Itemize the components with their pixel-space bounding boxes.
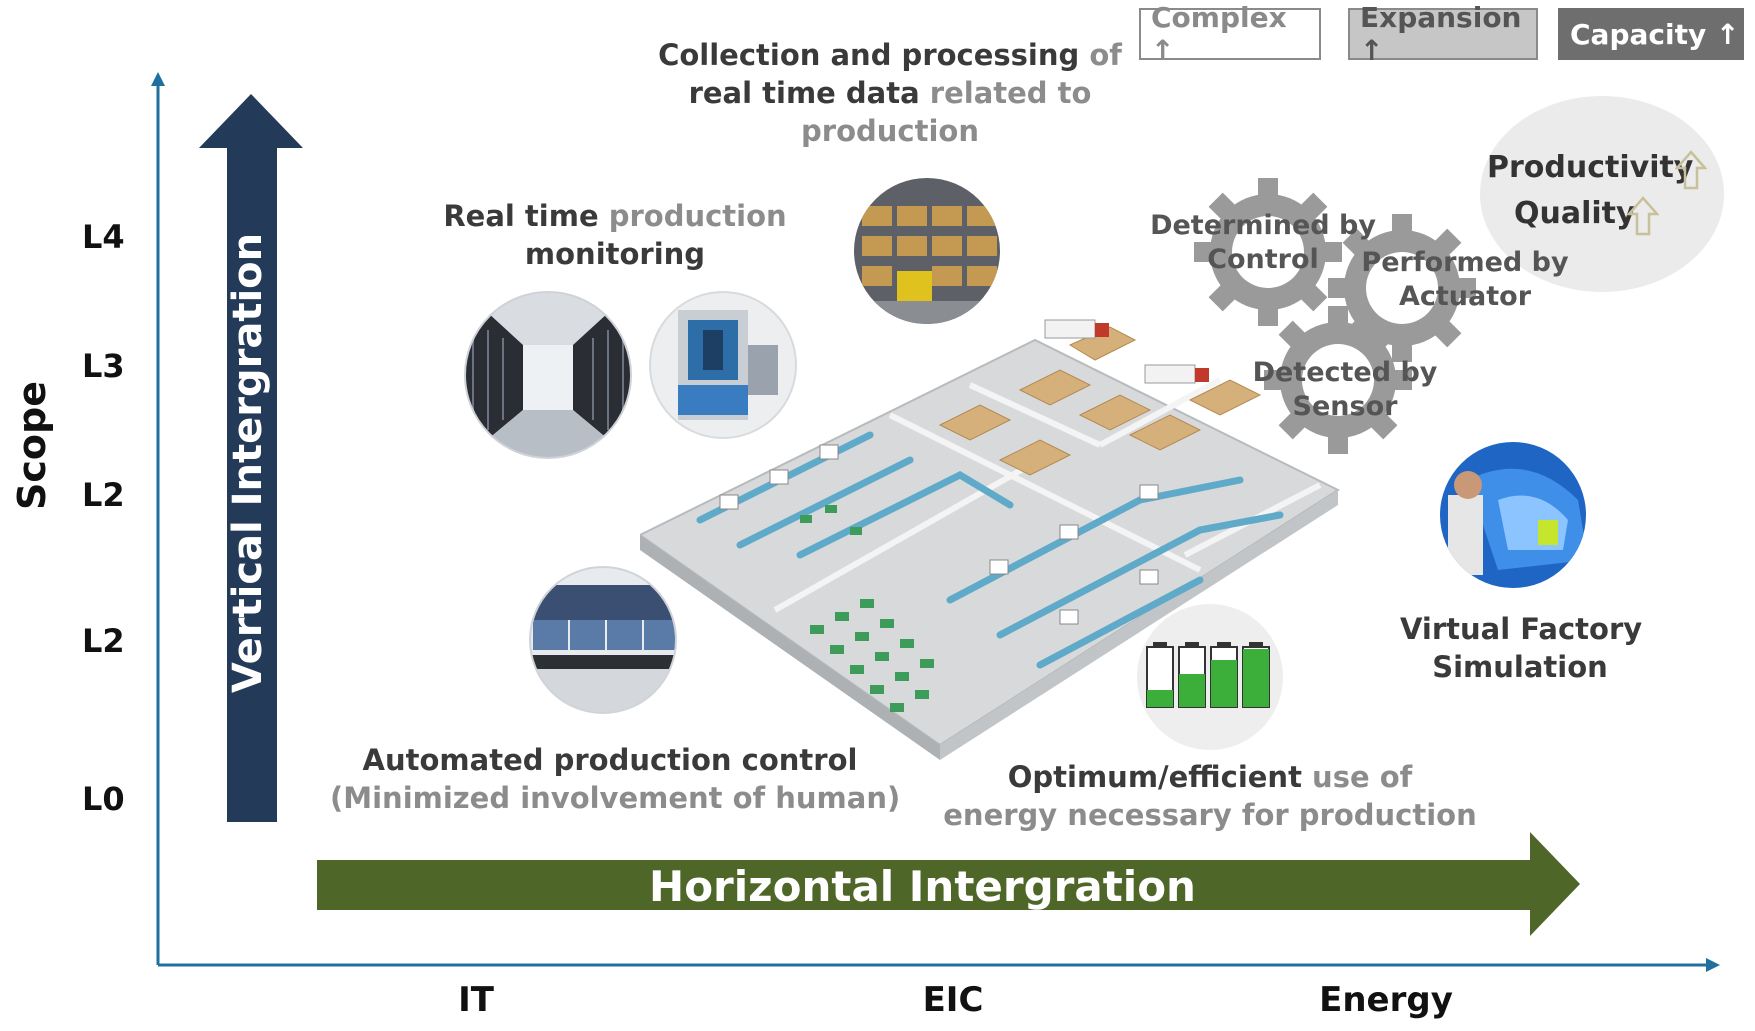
gear-label-line: Detected by	[1252, 357, 1438, 388]
vertical-arrow-label: Vertical Intergration	[225, 232, 271, 694]
label-dim: of	[1079, 38, 1122, 72]
label-dim: (Minimized involvement of human)	[330, 781, 901, 815]
server-room-image	[464, 291, 632, 459]
x-category: EIC	[922, 980, 984, 1020]
level-label: L3	[82, 347, 125, 385]
battery-image	[1137, 604, 1283, 750]
horizontal-arrow	[317, 832, 1580, 936]
label-strong: Real time	[443, 199, 599, 233]
productivity-label: Productivity	[1487, 150, 1694, 185]
up-arrow-icon	[1627, 196, 1659, 236]
label-dim: energy necessary for production	[943, 798, 1477, 832]
tag-capacity: Capacity ↑	[1558, 8, 1744, 60]
label-strong: Optimum/efficient	[1007, 760, 1302, 794]
level-label: L4	[82, 218, 125, 256]
outcome-bubble	[1480, 96, 1724, 292]
warehouse-image	[854, 178, 1000, 324]
x-category: Energy	[1319, 980, 1453, 1020]
label-monitoring: Real time production monitoring	[430, 197, 800, 273]
label-strong: Automated production control	[362, 743, 858, 777]
level-label: L2	[82, 476, 125, 514]
gear-label-line: Control	[1207, 244, 1319, 275]
label-automated: Automated production control (Minimized …	[330, 741, 901, 817]
label-energy: Optimum/efficient use of energy necessar…	[940, 758, 1480, 834]
virtual-factory-image	[1440, 442, 1586, 588]
level-label: L0	[82, 780, 125, 818]
up-arrow-icon	[1675, 150, 1707, 190]
gear-label-line: Performed by	[1361, 247, 1569, 278]
x-category: IT	[458, 980, 494, 1020]
label-strong: Collection and processing	[658, 38, 1080, 72]
gear-label-sensor: Detected by Sensor	[1230, 356, 1460, 424]
label-strong: monitoring	[524, 237, 706, 271]
horizontal-arrow-label: Horizontal Intergration	[649, 862, 1196, 911]
label-dim: production	[801, 114, 979, 148]
label-virtual: Virtual Factory Simulation	[1400, 610, 1643, 686]
vertical-arrow	[199, 94, 303, 822]
gear-label-line: Sensor	[1292, 391, 1398, 422]
gear-label-line: Actuator	[1398, 281, 1532, 312]
tag-expansion: Expansion ↑	[1348, 1, 1538, 67]
gear-label-control: Determined by Control	[1148, 209, 1378, 277]
tag-complex: Complex ↑	[1139, 1, 1321, 67]
level-label: L2	[82, 622, 125, 660]
machine-image	[649, 291, 797, 439]
quality-label: Quality	[1514, 196, 1636, 231]
gear-label-actuator: Performed by Actuator	[1350, 246, 1580, 314]
gear-label-line: Determined by	[1150, 210, 1376, 241]
label-strong: Simulation	[1432, 650, 1608, 684]
label-strong: real time data	[688, 76, 920, 110]
control-room-image	[529, 566, 677, 714]
label-dim: related to	[919, 76, 1092, 110]
y-axis-label: Scope	[10, 381, 54, 510]
factory-floor-image	[640, 319, 1340, 760]
label-dim: production	[598, 199, 787, 233]
label-dim: use of	[1301, 760, 1413, 794]
label-collection: Collection and processing of real time d…	[650, 36, 1130, 150]
label-strong: Virtual Factory	[1400, 612, 1643, 646]
